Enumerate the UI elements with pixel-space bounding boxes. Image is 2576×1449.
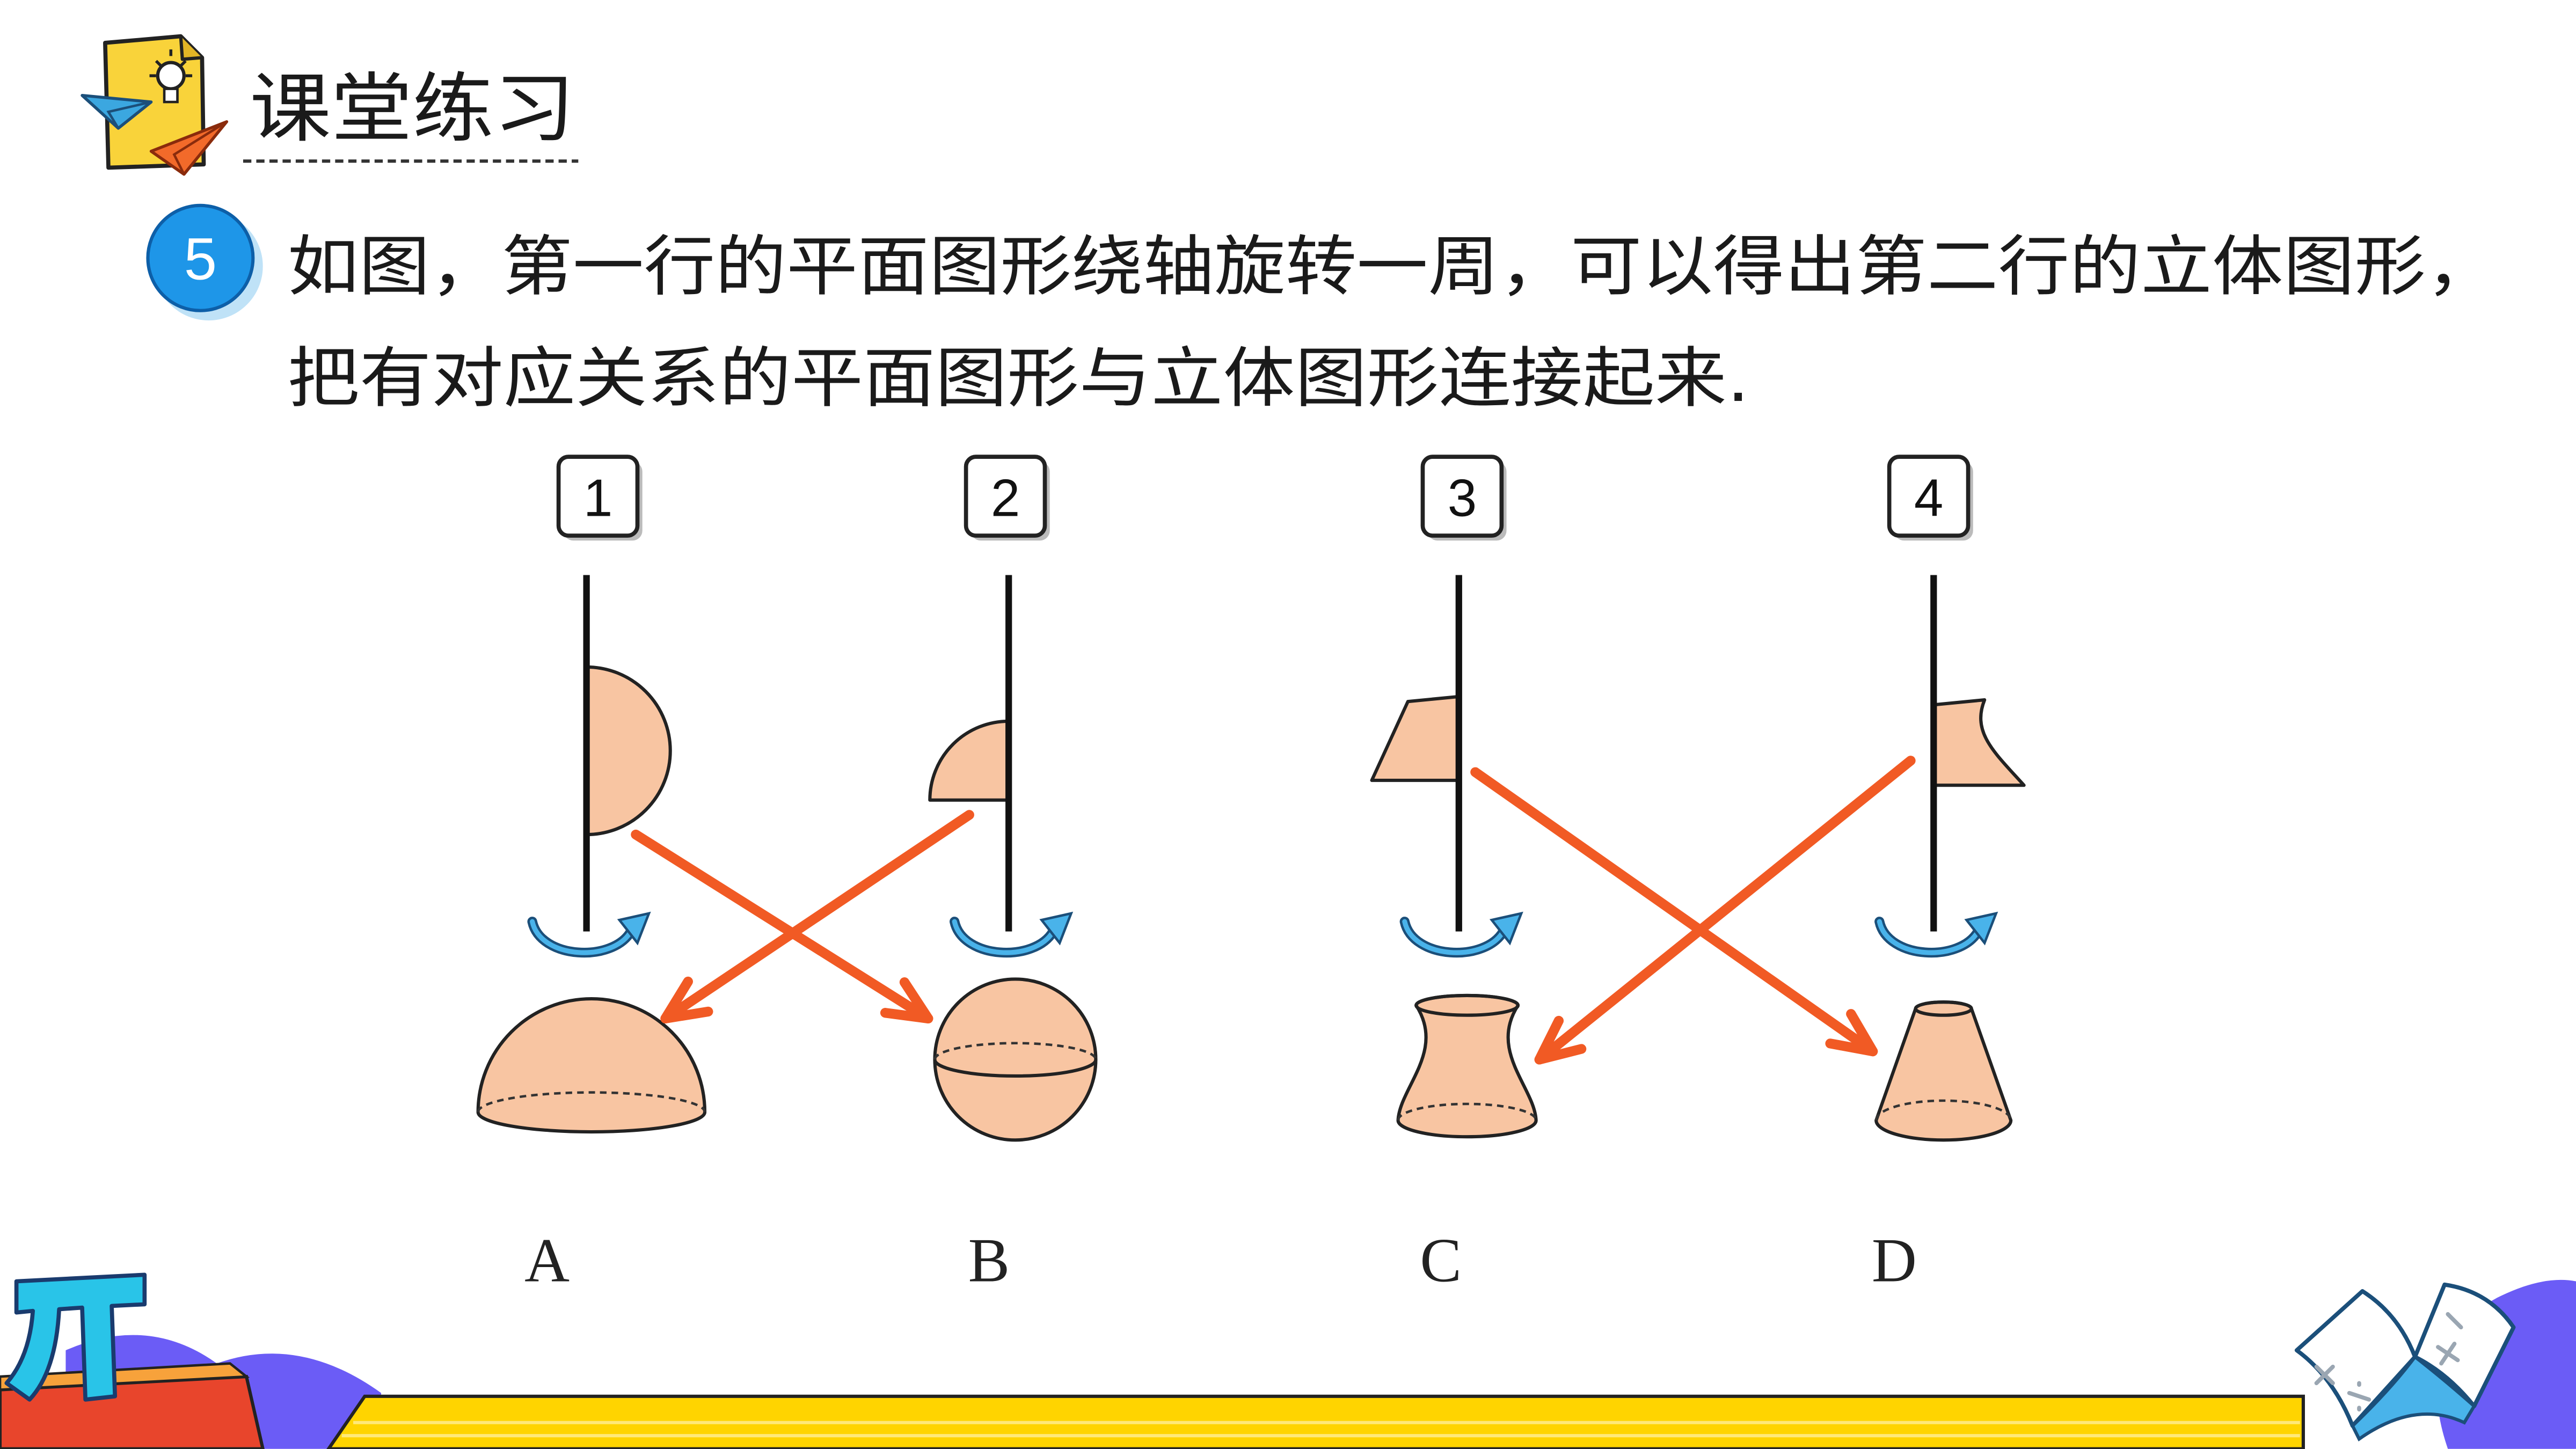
figure-number-2: 2 <box>991 468 1020 527</box>
question-text-line-2: 把有对应关系的平面图形与立体图形连接起来. <box>288 340 1750 416</box>
solid-label-b: B <box>968 1226 1010 1296</box>
figure-number-box: 1 <box>556 455 643 541</box>
solid-d-frustum <box>1874 1000 2013 1142</box>
rotate-arrow-icon <box>1874 911 1998 958</box>
figure-number-1: 1 <box>583 468 612 527</box>
rotate-arrow-icon <box>527 911 651 958</box>
blue-paper-plane-icon <box>81 94 153 130</box>
connection-arrow-2-a <box>660 810 974 1024</box>
solid-c-waisted-vase <box>1396 993 1538 1139</box>
page-title: 课堂练习 <box>250 65 575 153</box>
plane-figure-1-semicircle <box>583 575 672 932</box>
plane-figure-2-quarter-circle <box>928 575 1012 932</box>
solid-label-a: A <box>524 1226 570 1296</box>
solid-label-d: D <box>1872 1226 1917 1296</box>
pi-symbol-icon <box>4 1272 147 1402</box>
rotate-arrow-icon <box>1399 911 1523 958</box>
question-number-badge: 5 <box>146 203 263 321</box>
figure-number-4: 4 <box>1914 468 1943 527</box>
connection-arrow-1-b <box>631 829 933 1024</box>
connection-arrow-4-c <box>1534 756 1916 1065</box>
plane-figure-3-trapezoid <box>1370 575 1462 932</box>
connection-arrow-3-d <box>1470 767 1878 1057</box>
rotate-arrow-icon <box>950 911 1074 958</box>
figure-number-box: 3 <box>1420 455 1507 541</box>
figure-number-box: 2 <box>964 455 1050 541</box>
solid-label-c: C <box>1420 1226 1462 1296</box>
plane-figure-4-curved-trapezoid <box>1930 575 2026 932</box>
connection-arrows <box>631 756 1916 1065</box>
solid-a-hemisphere <box>476 997 707 1134</box>
solid-b-sphere <box>933 977 1098 1142</box>
bottom-decoration <box>0 1279 2576 1449</box>
figure-number-3: 3 <box>1448 468 1477 527</box>
question-text-line-1: 如图，第一行的平面图形绕轴旋转一周，可以得出第二行的立体图形， <box>288 228 2497 305</box>
figure-number-box: 4 <box>1887 455 1973 541</box>
question-number: 5 <box>184 226 217 292</box>
idea-note-icon <box>103 34 206 170</box>
orange-paper-plane-icon <box>149 120 229 176</box>
math-book-icon <box>2294 1282 2516 1441</box>
